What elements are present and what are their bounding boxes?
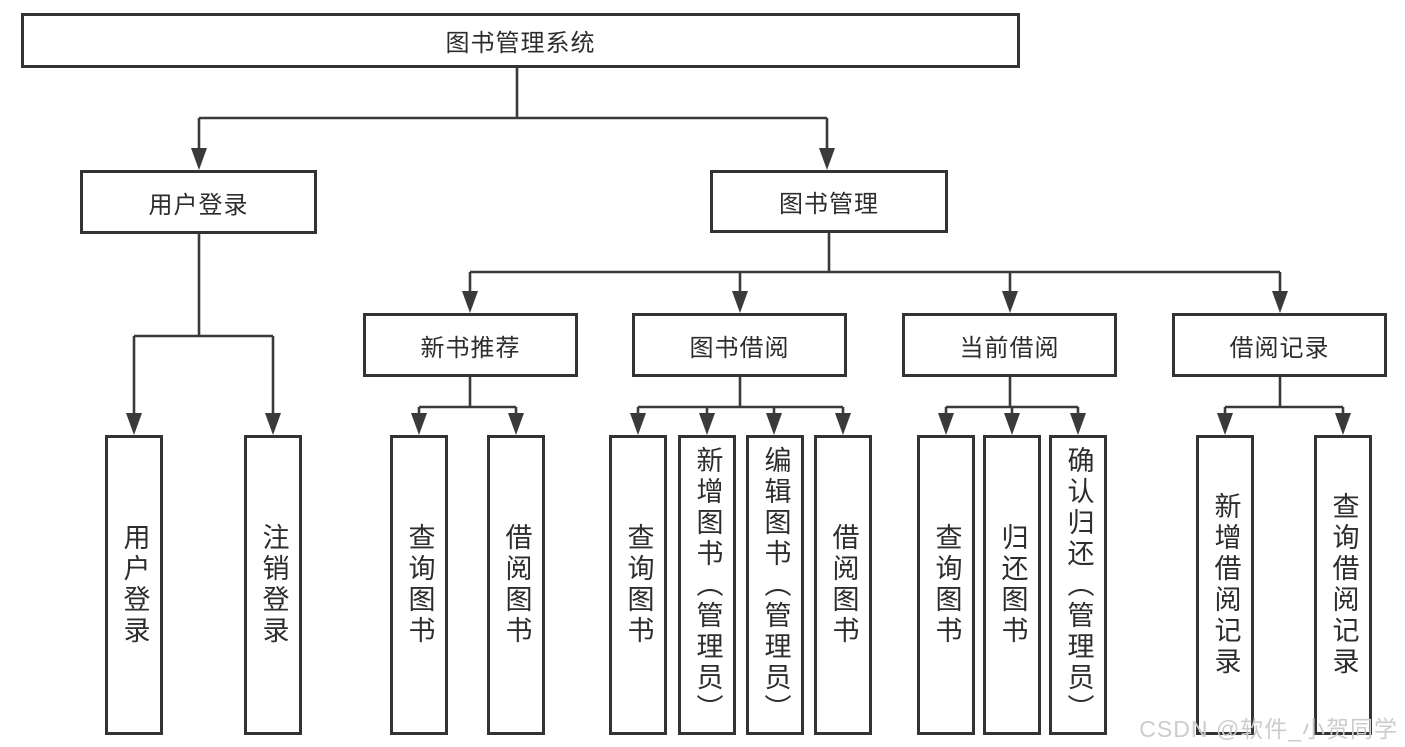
node-root-system: 图书管理系统 bbox=[21, 13, 1020, 68]
leaf-label: 归还图书 bbox=[997, 523, 1028, 647]
arrow-down-icon bbox=[1004, 413, 1020, 435]
leaf-label: 编辑图书（管理员） bbox=[760, 445, 791, 725]
arrow-down-icon bbox=[1217, 413, 1233, 435]
leaf-label: 查询图书 bbox=[931, 523, 962, 647]
node-new-book-recommend: 新书推荐 bbox=[363, 313, 578, 377]
arrow-down-icon bbox=[819, 148, 835, 170]
arrow-down-icon bbox=[1272, 291, 1288, 313]
arrow-down-icon bbox=[1335, 413, 1351, 435]
arrow-down-icon bbox=[1070, 413, 1086, 435]
leaf-label: 查询图书 bbox=[404, 523, 435, 647]
leaf-label: 借阅图书 bbox=[501, 523, 532, 647]
arrow-down-icon bbox=[411, 413, 427, 435]
leaf-user-login: 用户登录 bbox=[105, 435, 163, 735]
node-borrowing-records: 借阅记录 bbox=[1172, 313, 1387, 377]
arrow-down-icon bbox=[766, 413, 782, 435]
arrow-down-icon bbox=[699, 413, 715, 435]
node-current-borrowing: 当前借阅 bbox=[902, 313, 1117, 377]
leaf-borrow-books-borrowing: 借阅图书 bbox=[814, 435, 872, 735]
arrow-down-icon bbox=[938, 413, 954, 435]
node-book-borrowing: 图书借阅 bbox=[632, 313, 847, 377]
node-user-login: 用户登录 bbox=[80, 170, 317, 234]
arrow-down-icon bbox=[126, 413, 142, 435]
leaf-label: 新增借阅记录 bbox=[1210, 492, 1241, 678]
arrow-down-icon bbox=[265, 413, 281, 435]
leaf-label: 确认归还（管理员） bbox=[1063, 445, 1094, 725]
leaf-query-books-current: 查询图书 bbox=[917, 435, 975, 735]
leaf-borrow-books-recommend: 借阅图书 bbox=[487, 435, 545, 735]
leaf-add-book-admin: 新增图书（管理员） bbox=[678, 435, 736, 735]
leaf-label: 查询借阅记录 bbox=[1328, 492, 1359, 678]
arrow-down-icon bbox=[630, 413, 646, 435]
leaf-return-books: 归还图书 bbox=[983, 435, 1041, 735]
leaf-query-borrow-record: 查询借阅记录 bbox=[1314, 435, 1372, 735]
arrow-down-icon bbox=[732, 291, 748, 313]
arrow-down-icon bbox=[462, 291, 478, 313]
csdn-watermark: CSDN @软件_小贺同学 bbox=[1139, 716, 1398, 742]
leaf-label: 借阅图书 bbox=[828, 523, 859, 647]
leaf-label: 查询图书 bbox=[623, 523, 654, 647]
arrow-down-icon bbox=[191, 148, 207, 170]
leaf-label: 用户登录 bbox=[119, 523, 150, 647]
node-book-management: 图书管理 bbox=[710, 170, 948, 233]
arrow-down-icon bbox=[835, 413, 851, 435]
arrow-down-icon bbox=[1002, 291, 1018, 313]
leaf-label: 注销登录 bbox=[258, 523, 289, 647]
leaf-query-books-borrowing: 查询图书 bbox=[609, 435, 667, 735]
leaf-logout: 注销登录 bbox=[244, 435, 302, 735]
arrow-down-icon bbox=[508, 413, 524, 435]
leaf-label: 新增图书（管理员） bbox=[692, 445, 723, 725]
leaf-add-borrow-record: 新增借阅记录 bbox=[1196, 435, 1254, 735]
leaf-confirm-return-admin: 确认归还（管理员） bbox=[1049, 435, 1107, 735]
leaf-edit-book-admin: 编辑图书（管理员） bbox=[746, 435, 804, 735]
leaf-query-books-recommend: 查询图书 bbox=[390, 435, 448, 735]
